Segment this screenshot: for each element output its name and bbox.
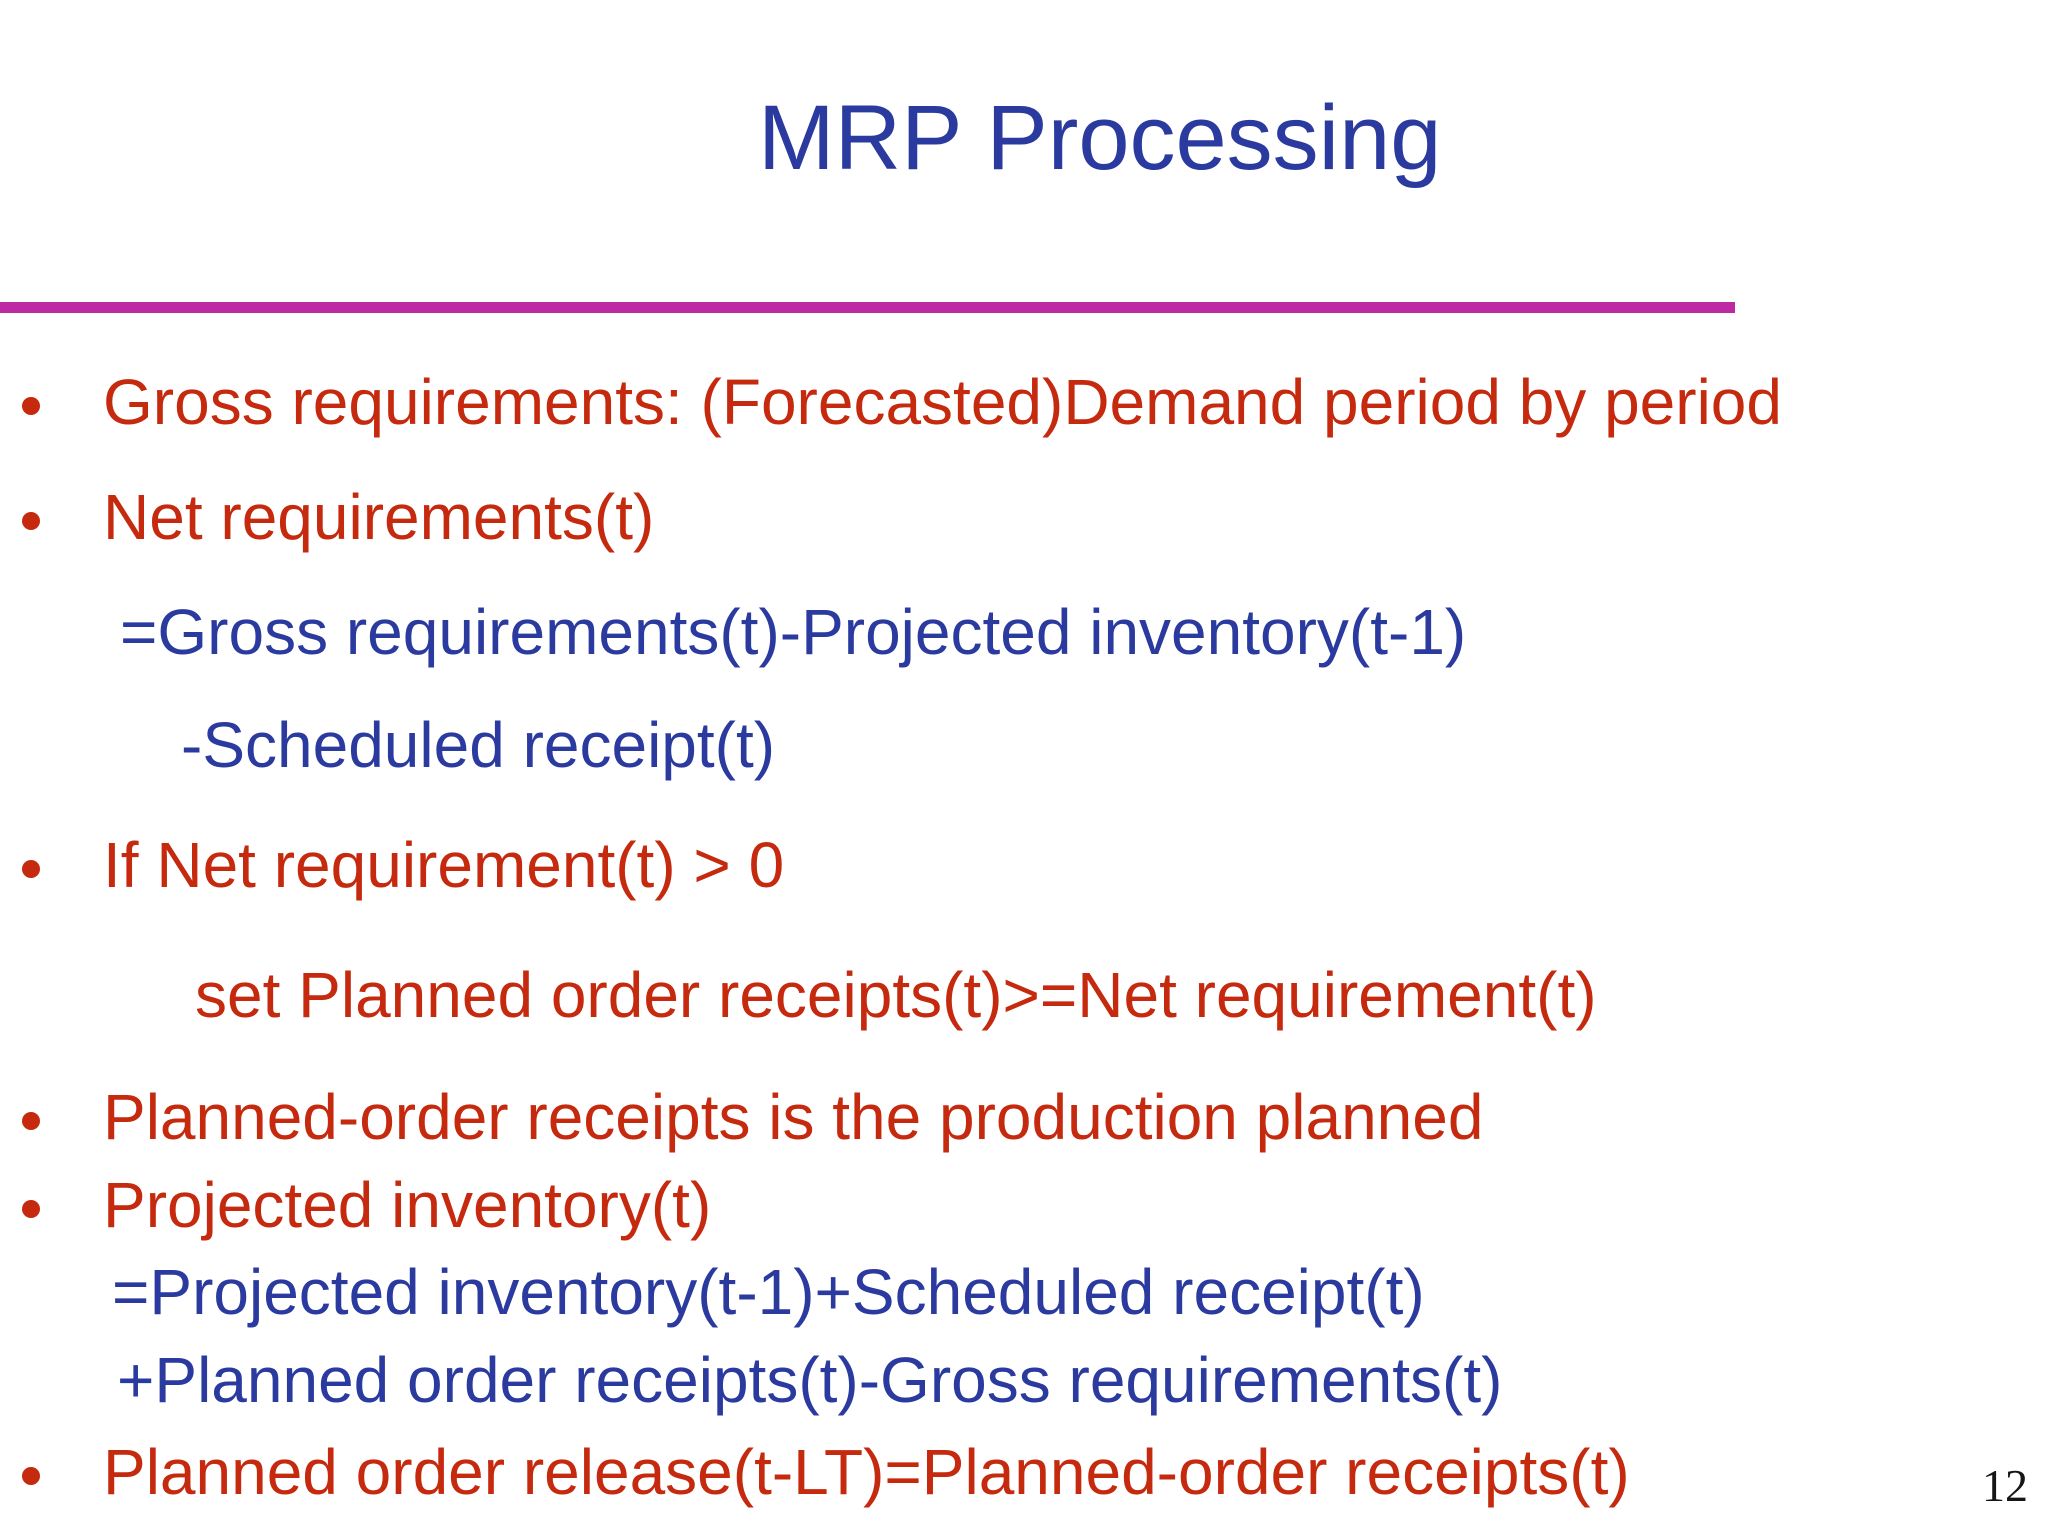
bullet-line: Gross requirements: (Forecasted)Demand p… [22, 364, 1782, 441]
line-text: Gross requirements: (Forecasted)Demand p… [103, 366, 1782, 438]
sub-line: -Scheduled receipt(t) [181, 707, 775, 784]
bullet-dot [22, 1467, 40, 1485]
bullet-dot [22, 860, 40, 878]
page-number: 12 [1982, 1460, 2028, 1511]
bullet-dot [22, 512, 40, 530]
bullet-dot [22, 1200, 40, 1218]
bullet-line: Planned order release(t-LT)=Planned-orde… [22, 1434, 1630, 1511]
line-text: Planned order release(t-LT)=Planned-orde… [103, 1436, 1630, 1508]
sub-line: =Gross requirements(t)-Projected invento… [120, 594, 1466, 671]
bullet-line: Net requirements(t) [22, 479, 654, 556]
line-text: If Net requirement(t) > 0 [103, 829, 785, 901]
bullet-line: Projected inventory(t) [22, 1167, 711, 1244]
line-text: =Gross requirements(t)-Projected invento… [120, 596, 1467, 668]
line-text: +Planned order receipts(t)-Gross require… [117, 1344, 1503, 1416]
bullet-line: If Net requirement(t) > 0 [22, 827, 784, 904]
slide-title: MRP Processing [758, 87, 1442, 189]
sub-line: +Planned order receipts(t)-Gross require… [117, 1342, 1502, 1419]
bullet-dot [22, 1112, 40, 1130]
sub-line: set Planned order receipts(t)>=Net requi… [195, 957, 1597, 1034]
bullet-line: Planned-order receipts is the production… [22, 1079, 1483, 1156]
bullet-dot [22, 397, 40, 415]
line-text: Net requirements(t) [103, 481, 655, 553]
line-text: Planned-order receipts is the production… [103, 1081, 1484, 1153]
title-divider-line [0, 302, 1735, 313]
line-text: set Planned order receipts(t)>=Net requi… [195, 959, 1597, 1031]
line-text: =Projected inventory(t-1)+Scheduled rece… [112, 1256, 1425, 1328]
line-text: Projected inventory(t) [103, 1169, 712, 1241]
line-text: -Scheduled receipt(t) [181, 709, 776, 781]
sub-line: =Projected inventory(t-1)+Scheduled rece… [112, 1254, 1425, 1331]
